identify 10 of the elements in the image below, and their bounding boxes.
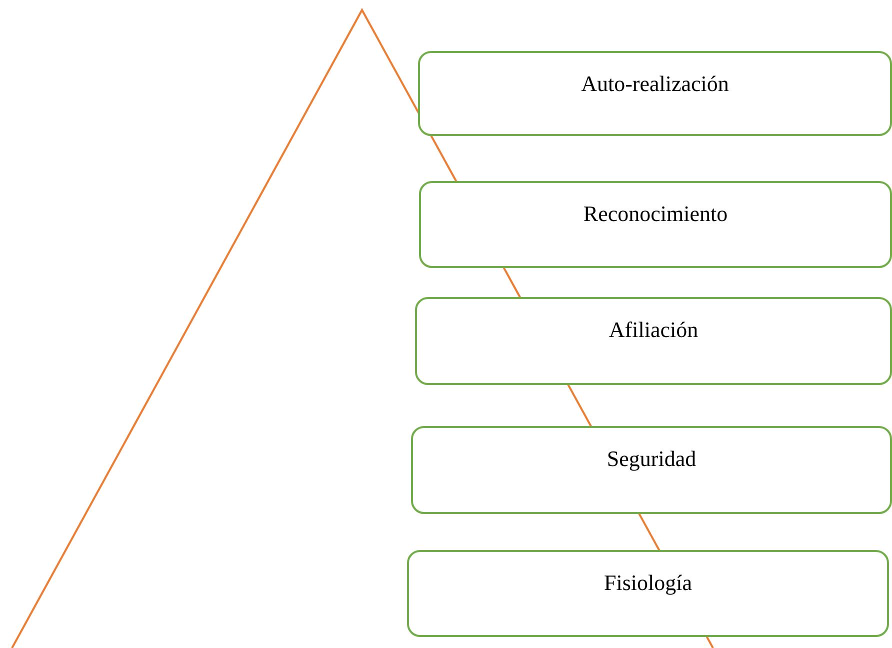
level-box (411, 426, 892, 514)
level-box (407, 550, 889, 637)
level-label: Reconocimiento (582, 201, 729, 227)
level-label: Seguridad (606, 446, 698, 472)
level-label: Fisiología (602, 570, 693, 596)
level-box (415, 297, 892, 385)
level-label: Afiliación (608, 317, 700, 343)
level-label: Auto-realización (580, 71, 730, 97)
level-box (419, 181, 892, 268)
level-box (418, 51, 892, 136)
